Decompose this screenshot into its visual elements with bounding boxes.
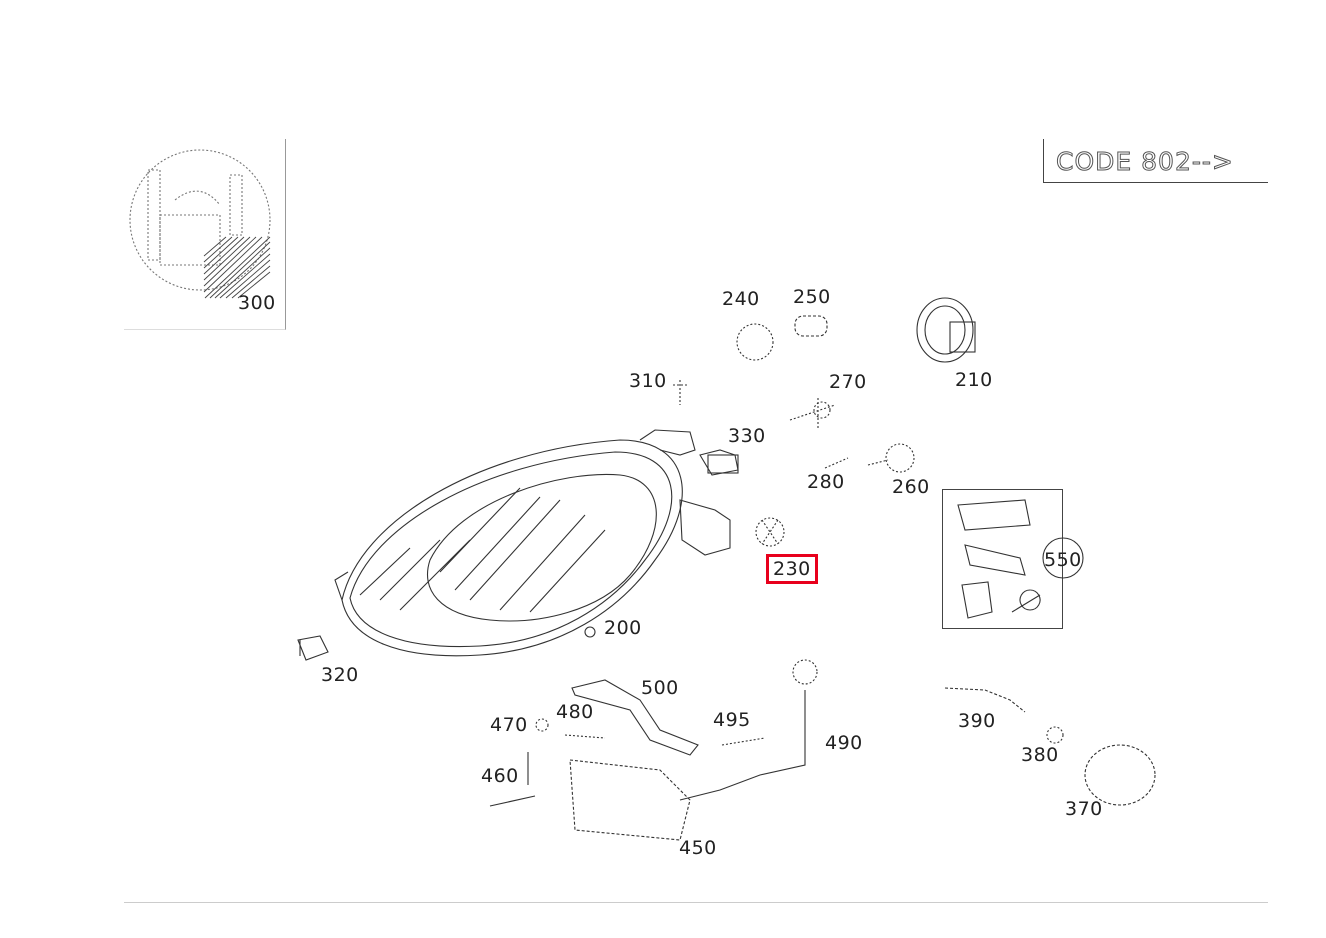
part-label-260[interactable]: 260	[892, 476, 930, 498]
part-390-cable	[944, 687, 1026, 713]
part-280-bulb	[824, 457, 849, 469]
part-label-320[interactable]: 320	[321, 664, 359, 686]
part-label-550[interactable]: 550	[1044, 549, 1082, 571]
part-500-bracket	[571, 679, 699, 756]
inset-frame	[124, 139, 286, 330]
part-230-bulb	[755, 517, 785, 547]
footer-divider	[124, 902, 1268, 903]
part-label-210[interactable]: 210	[955, 369, 993, 391]
part-310-screw	[673, 380, 687, 405]
part-label-460[interactable]: 460	[481, 765, 519, 787]
part-label-490[interactable]: 490	[825, 732, 863, 754]
inset-300-drawing	[129, 149, 271, 291]
part-label-250[interactable]: 250	[793, 286, 831, 308]
part-label-450[interactable]: 450	[679, 837, 717, 859]
part-320-clip	[297, 635, 329, 661]
part-240-bulb	[736, 323, 774, 361]
part-label-470[interactable]: 470	[490, 714, 528, 736]
headlamp-housing	[334, 429, 739, 657]
part-label-380[interactable]: 380	[1021, 744, 1059, 766]
part-label-370[interactable]: 370	[1065, 798, 1103, 820]
part-label-200[interactable]: 200	[604, 617, 642, 639]
part-label-230-highlighted[interactable]: 230	[766, 554, 818, 584]
code-box: CODE 802-->	[1043, 139, 1268, 183]
part-450-fog-lamp	[569, 759, 691, 841]
inset-300-hatch	[203, 236, 271, 299]
part-label-330[interactable]: 330	[728, 425, 766, 447]
kit-box-550	[942, 489, 1063, 629]
part-250-bulb	[794, 315, 828, 337]
part-490-cable	[679, 659, 818, 801]
part-label-310[interactable]: 310	[629, 370, 667, 392]
code-label: CODE 802-->	[1056, 147, 1234, 177]
part-495-bolt	[721, 737, 766, 746]
part-550-ring	[1042, 537, 1084, 579]
part-380-bulb	[1046, 726, 1064, 744]
part-label-240[interactable]: 240	[722, 288, 760, 310]
part-label-280[interactable]: 280	[807, 471, 845, 493]
part-label-500[interactable]: 500	[641, 677, 679, 699]
part-460-screw	[489, 752, 536, 807]
part-label-270[interactable]: 270	[829, 371, 867, 393]
part-210-ring	[916, 297, 976, 363]
part-260-socket	[867, 443, 915, 473]
part-label-390[interactable]: 390	[958, 710, 996, 732]
part-label-480[interactable]: 480	[556, 701, 594, 723]
part-470-nut	[535, 718, 549, 732]
part-370-lamp	[1084, 744, 1156, 806]
part-550-kit	[957, 499, 1041, 619]
part-330-clip	[707, 454, 739, 474]
part-270-socket	[789, 398, 836, 428]
part-label-495[interactable]: 495	[713, 709, 751, 731]
part-480-clip	[564, 734, 606, 739]
part-label-300[interactable]: 300	[238, 292, 276, 314]
